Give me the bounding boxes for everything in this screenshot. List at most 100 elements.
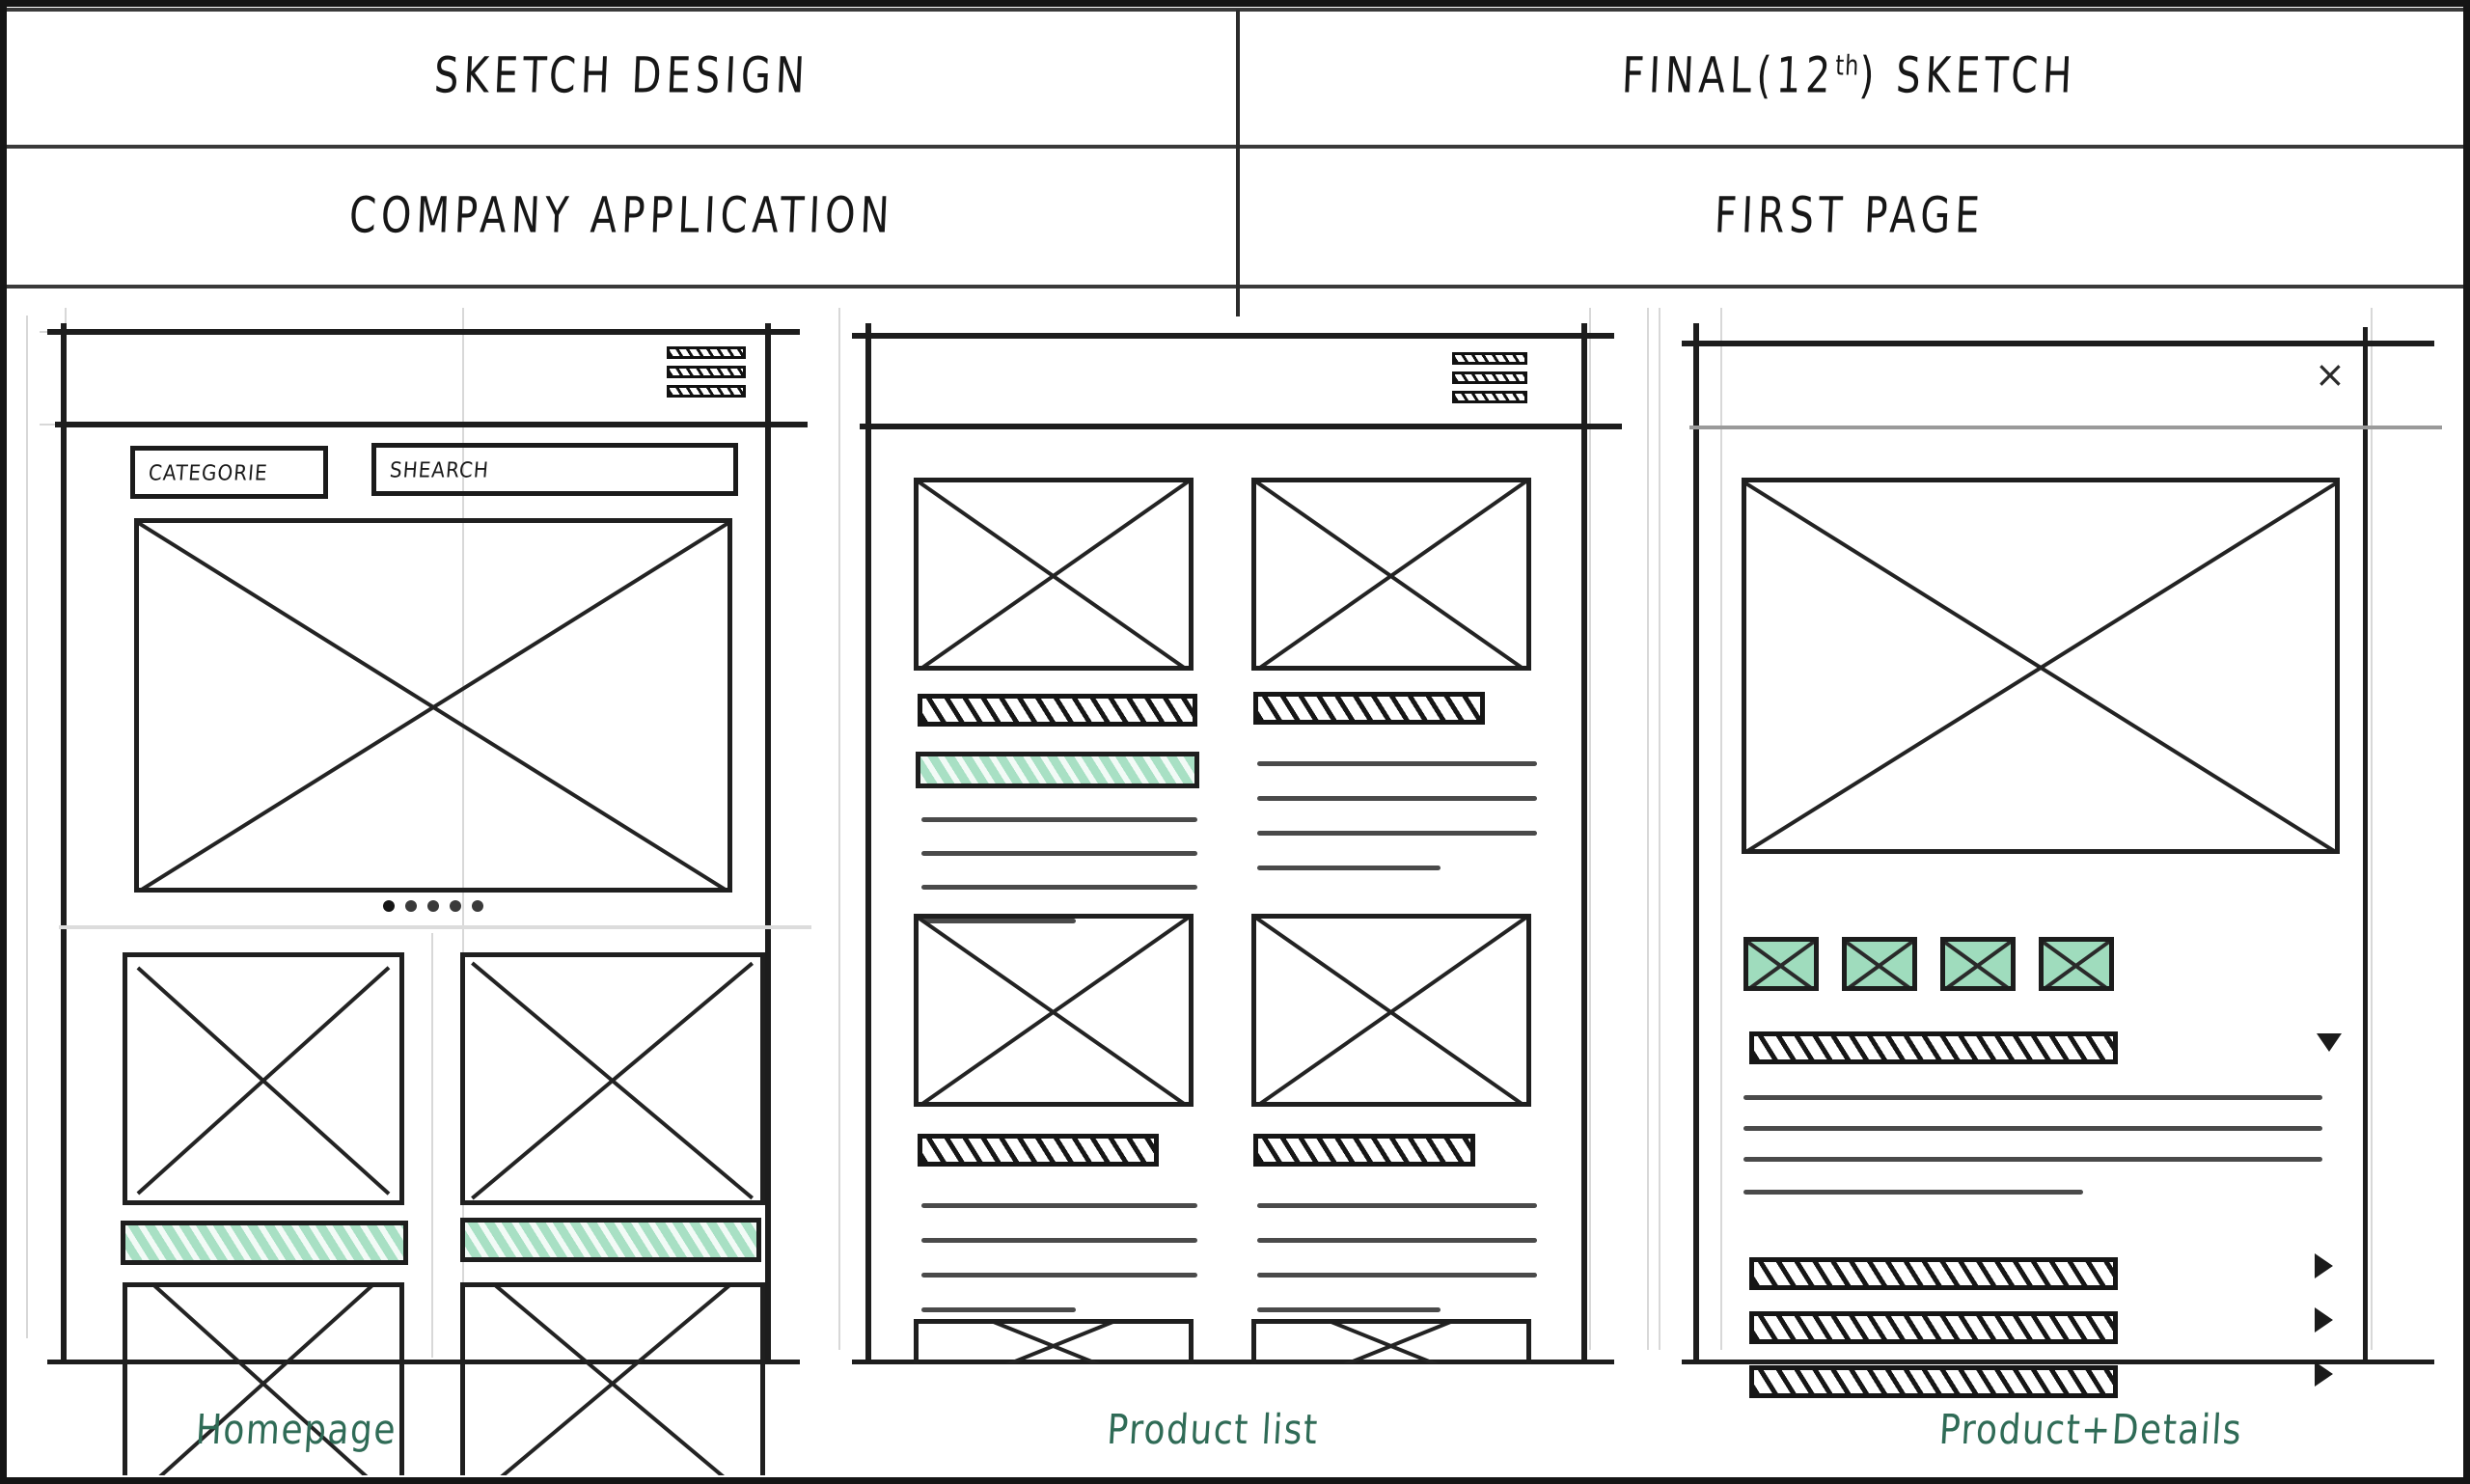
text-line (1257, 796, 1537, 801)
guide-line (838, 308, 840, 1350)
hamburger-bar (667, 385, 746, 398)
product-card-title-bar (918, 694, 1197, 727)
window-edge-bottom (852, 1360, 1614, 1364)
carousel-dot[interactable] (427, 900, 439, 912)
hamburger-bar (1452, 371, 1527, 384)
thumbnail-image[interactable] (1842, 937, 1917, 991)
text-line (1743, 1190, 2083, 1195)
header-cell-first-page: FIRST PAGE (1236, 145, 2463, 287)
product-card-image[interactable] (914, 1319, 1194, 1363)
guide-line (1589, 308, 1591, 1350)
final-sketch-prefix: FINAL(12 (1621, 47, 1837, 104)
thumbnail-image[interactable] (2039, 937, 2114, 991)
guide-line (1647, 308, 1649, 1350)
category-field-label: CATEGORIE (147, 459, 269, 485)
grid-gutter-guide (431, 933, 433, 1358)
accordion-row-bar[interactable] (1749, 1365, 2118, 1398)
x-diagonal (471, 1287, 755, 1475)
topbar-divider (1689, 426, 2442, 429)
product-hero-image[interactable] (1742, 478, 2340, 854)
carousel-dots[interactable] (383, 900, 483, 912)
product-card-image[interactable] (1251, 478, 1531, 671)
hamburger-bar (1452, 391, 1527, 403)
product-card-image[interactable] (1251, 1319, 1531, 1363)
topbar-divider (860, 424, 1622, 429)
carousel-dot[interactable] (472, 900, 483, 912)
text-line (921, 1273, 1197, 1278)
product-card-image[interactable] (914, 914, 1194, 1107)
window-edge-bottom (1682, 1360, 2434, 1364)
x-diagonal (1256, 1324, 1526, 1363)
product-tile-label-bar[interactable] (121, 1221, 408, 1265)
panel-caption-product-details: Product+Details (1937, 1407, 2244, 1454)
header-rule-middle (7, 145, 2463, 149)
text-line (1743, 1095, 2322, 1100)
search-field[interactable]: SHEARCH (371, 443, 738, 496)
hero-image-placeholder[interactable] (134, 518, 732, 893)
panel-caption-homepage: Homepage (194, 1407, 398, 1454)
thumbnail-image[interactable] (1940, 937, 2016, 991)
text-line (921, 817, 1197, 822)
window-edge-right (765, 323, 771, 1363)
product-tile-image[interactable] (460, 1282, 765, 1475)
carousel-dot[interactable] (405, 900, 417, 912)
hamburger-icon[interactable] (1452, 352, 1527, 403)
text-line (921, 1307, 1076, 1312)
close-icon[interactable]: × (2315, 353, 2346, 396)
final-sketch-suffix: ) SKETCH (1858, 47, 2078, 104)
text-line (1257, 866, 1441, 870)
text-line (1257, 831, 1537, 836)
accordion-row-bar[interactable] (1749, 1311, 2118, 1344)
header-cell-sketch-design: SKETCH DESIGN (7, 7, 1236, 145)
company-application-title: COMPANY APPLICATION (347, 187, 895, 244)
product-tile-label-bar[interactable] (460, 1218, 761, 1262)
window-edge-right (1581, 323, 1587, 1363)
window-edge-bottom (47, 1360, 800, 1364)
product-card-price-bar[interactable] (916, 752, 1199, 788)
header-cell-final-sketch: FINAL(12th) SKETCH (1236, 7, 2463, 145)
window-edge-top (1682, 341, 2434, 346)
chevron-right-icon[interactable] (2315, 1253, 2333, 1278)
product-card-image[interactable] (1251, 914, 1531, 1107)
product-title-bar (1749, 1031, 2118, 1064)
hamburger-bar (667, 346, 746, 359)
header-row-1: SKETCH DESIGN FINAL(12th) SKETCH (7, 7, 2463, 145)
first-page-title: FIRST PAGE (1713, 187, 1987, 244)
sketch-design-title: SKETCH DESIGN (432, 47, 810, 104)
text-line (1257, 1203, 1537, 1208)
text-line (1257, 1238, 1537, 1243)
product-tile-image[interactable] (123, 952, 404, 1205)
topbar-divider (55, 422, 808, 427)
window-edge-left (1693, 323, 1699, 1363)
hamburger-bar (1452, 352, 1527, 365)
x-diagonal (471, 1287, 755, 1475)
carousel-dot[interactable] (383, 900, 395, 912)
window-edge-top (47, 329, 800, 335)
chevron-down-icon[interactable] (2317, 1033, 2342, 1052)
chevron-right-icon[interactable] (2315, 1307, 2333, 1333)
product-tile-image[interactable] (123, 1282, 404, 1475)
chevron-right-icon[interactable] (2315, 1361, 2333, 1387)
product-card-title-bar (1253, 1134, 1475, 1167)
product-card-image[interactable] (914, 478, 1194, 671)
header-rule-bottom (7, 285, 2463, 289)
text-line (1257, 1273, 1537, 1278)
guide-line (26, 316, 28, 1338)
category-field[interactable]: CATEGORIE (130, 446, 328, 499)
search-field-label: SHEARCH (388, 456, 491, 482)
guide-line (1720, 308, 1722, 1350)
window-edge-left (865, 323, 871, 1363)
window-edge-right (2363, 327, 2368, 1363)
carousel-dot[interactable] (450, 900, 461, 912)
header-rule-top (7, 8, 2463, 12)
product-tile-image[interactable] (460, 952, 765, 1205)
guide-line (1659, 308, 1660, 1350)
text-line (921, 1203, 1197, 1208)
product-card-title-bar (918, 1134, 1159, 1167)
hamburger-icon[interactable] (667, 346, 746, 398)
text-line (921, 919, 1076, 923)
accordion-row-bar[interactable] (1749, 1257, 2118, 1290)
x-diagonal (919, 1324, 1189, 1363)
thumbnail-image[interactable] (1743, 937, 1819, 991)
